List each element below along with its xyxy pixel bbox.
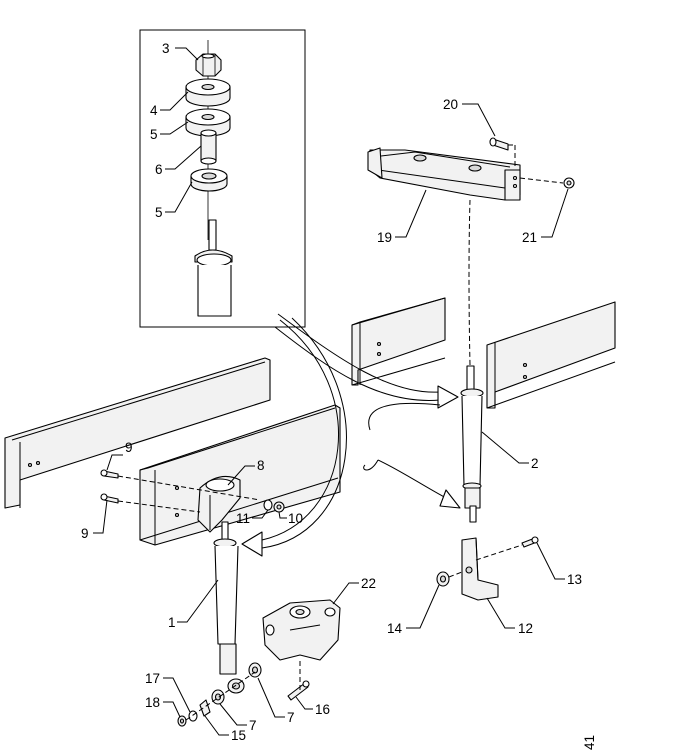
callout-7-left: 7 (249, 718, 257, 733)
callout-17: 17 (145, 671, 160, 686)
callout-5-lower: 5 (155, 205, 163, 220)
detail-inset (139, 29, 306, 328)
nut-14 (436, 571, 450, 587)
callout-16: 16 (315, 702, 330, 717)
inset-nut-3 (195, 53, 222, 77)
crossmember-19 (367, 147, 521, 201)
callout-7-right: 7 (287, 710, 295, 725)
inset-bush-5-upper (185, 108, 231, 137)
nut-18 (177, 715, 187, 727)
callout-20: 20 (443, 97, 458, 112)
callout-18: 18 (145, 695, 160, 710)
callout-11: 11 (236, 511, 250, 526)
callout-9-lower: 9 (81, 526, 89, 541)
callout-8: 8 (257, 458, 265, 473)
callout-2: 2 (531, 456, 539, 471)
callout-12: 12 (518, 621, 533, 636)
callout-9-upper: 9 (125, 440, 133, 455)
bush-7-right (248, 662, 262, 678)
callout-15: 15 (231, 728, 246, 743)
flow-arrows (241, 313, 461, 557)
inset-sleeve-6 (200, 129, 217, 165)
callout-4: 4 (150, 103, 158, 118)
inset-damper-body (194, 219, 233, 317)
axle-bracket-22 (262, 599, 341, 661)
inset-frame (139, 29, 306, 328)
bolt-9-upper (100, 469, 119, 479)
callout-21: 21 (522, 230, 537, 245)
figure-number: 41 (582, 735, 597, 750)
callout-1: 1 (168, 615, 176, 630)
bolt-16 (287, 680, 310, 701)
callout-22: 22 (361, 576, 376, 591)
damper-1 (213, 521, 245, 694)
callout-14: 14 (387, 621, 403, 636)
callout-10: 10 (288, 511, 303, 526)
right-frame-rail-b (486, 301, 616, 409)
callout-6: 6 (155, 162, 163, 177)
bush-7-left (211, 689, 225, 705)
bolt-13 (521, 536, 539, 548)
callout-3: 3 (162, 41, 170, 56)
callout-19: 19 (377, 230, 392, 245)
damper-2 (460, 365, 484, 523)
callout-5-upper: 5 (150, 127, 158, 142)
right-frame-rail-a (351, 297, 446, 386)
bolt-20 (489, 137, 509, 151)
sleeve-15 (199, 699, 211, 717)
nut-21 (563, 177, 575, 189)
bolt-9-lower (100, 493, 119, 504)
bracket-12 (461, 537, 499, 601)
nut-10 (273, 501, 285, 513)
callout-labels: 3 4 5 6 5 20 19 21 9 9 8 11 10 2 13 14 1… (81, 41, 582, 743)
callout-13: 13 (567, 572, 582, 587)
bracket-8 (197, 475, 241, 533)
washer-11 (263, 499, 273, 511)
leader-lines (93, 47, 569, 736)
left-frame-rail-a (4, 357, 271, 509)
washer-17 (188, 710, 198, 722)
inset-rubber-4 (185, 78, 231, 107)
inset-bush-5-lower (190, 168, 228, 192)
